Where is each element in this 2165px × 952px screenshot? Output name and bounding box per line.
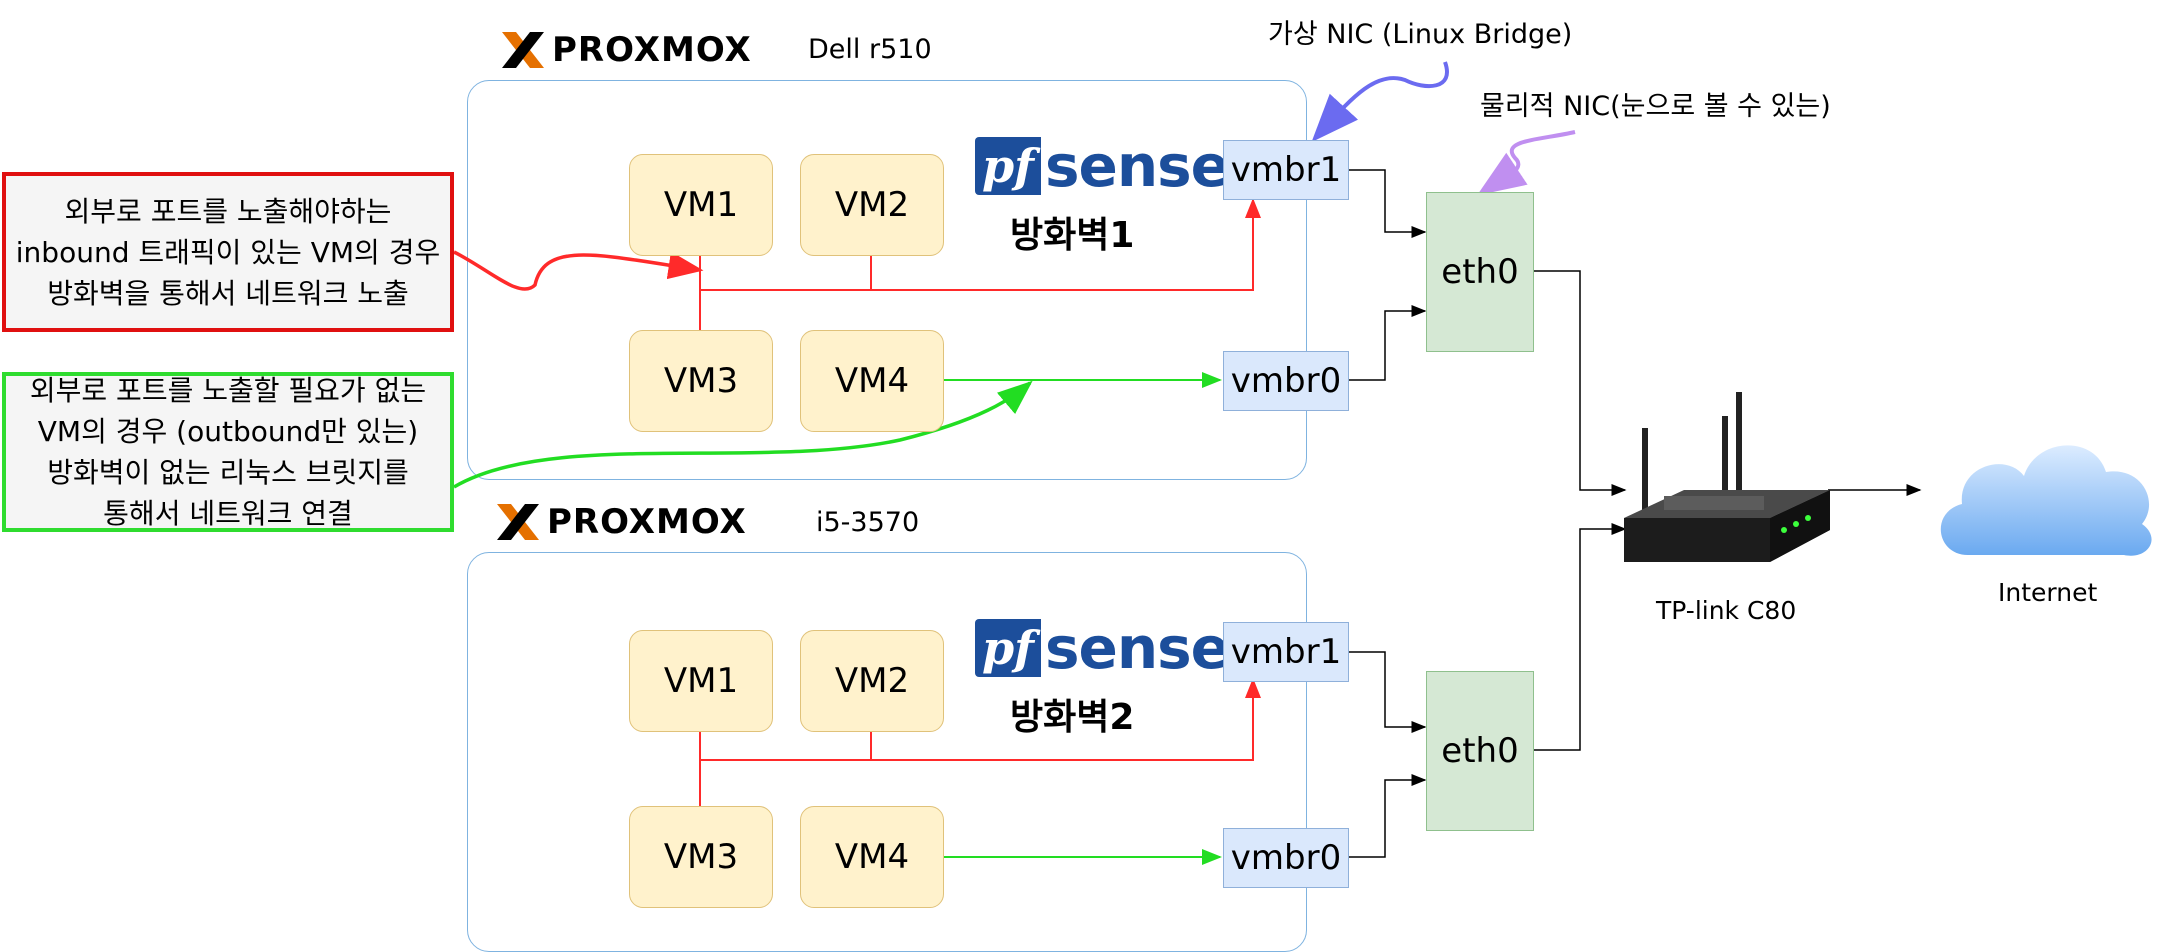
virtual-nic-pointer (1311, 61, 1449, 143)
host-1-firewall-path (699, 198, 1261, 330)
pfsense-pf-mark: pf (975, 619, 1041, 677)
proxmox-x-icon (502, 32, 544, 68)
proxmox-x-icon (497, 504, 539, 540)
host-1-firewall-label: 방화벽1 (1010, 215, 1135, 256)
host-1-eth0[interactable]: eth0 (1426, 192, 1534, 352)
proxmox-wordmark: PROXMOX (552, 30, 752, 70)
router-icon (1624, 392, 1830, 562)
pfsense-wordmark: sense (1045, 132, 1230, 200)
host-1-vm4[interactable]: VM4 (800, 330, 944, 432)
host-1-name: Dell r510 (808, 34, 932, 65)
host-2-firewall-label: 방화벽2 (1010, 697, 1135, 738)
host-2-proxmox-logo: PROXMOX (495, 502, 747, 542)
host-2-firewall-path (699, 678, 1261, 806)
host-2-vm2[interactable]: VM2 (800, 630, 944, 732)
host-1-vm1[interactable]: VM1 (629, 154, 773, 256)
green-note-pointer (453, 380, 1033, 489)
host-1-vm3[interactable]: VM3 (629, 330, 773, 432)
host-2-vmbr1[interactable]: vmbr1 (1223, 622, 1349, 682)
host-2-vm1[interactable]: VM1 (629, 630, 773, 732)
proxmox-wordmark: PROXMOX (547, 502, 747, 542)
host-1-pfsense-logo: pf sense (975, 132, 1230, 200)
host-2-eth0[interactable]: eth0 (1426, 671, 1534, 831)
internet-cloud-icon (1940, 445, 2152, 556)
red-note-text: 외부로 포트를 노출해야하는 inbound 트래픽이 있는 VM의 경우 방화… (15, 194, 441, 310)
host-2-vmbr0[interactable]: vmbr0 (1223, 828, 1349, 888)
red-note: 외부로 포트를 노출해야하는 inbound 트래픽이 있는 VM의 경우 방화… (2, 172, 454, 332)
host-2-name: i5-3570 (816, 507, 920, 538)
physical-nic-pointer (1477, 130, 1576, 196)
green-note: 외부로 포트를 노출할 필요가 없는 VM의 경우 (outbound만 있는)… (2, 372, 454, 532)
red-note-pointer (453, 250, 704, 291)
virtual-nic-label: 가상 NIC (Linux Bridge) (1268, 19, 1573, 50)
physical-nic-label: 물리적 NIC(눈으로 볼 수 있는) (1480, 91, 1831, 122)
router-label: TP-link C80 (1656, 596, 1797, 625)
host-2-vm3[interactable]: VM3 (629, 806, 773, 908)
host-1-vmbr1[interactable]: vmbr1 (1223, 140, 1349, 200)
host-1-proxmox-logo: PROXMOX (500, 30, 752, 70)
internet-label: Internet (1998, 578, 2098, 607)
pfsense-wordmark: sense (1045, 614, 1230, 682)
host-2-vm4[interactable]: VM4 (800, 806, 944, 908)
host-1-vm2[interactable]: VM2 (800, 154, 944, 256)
host-2-pfsense-logo: pf sense (975, 614, 1230, 682)
green-note-text: 외부로 포트를 노출할 필요가 없는 VM의 경우 (outbound만 있는)… (29, 374, 427, 530)
host-1-vmbr0[interactable]: vmbr0 (1223, 351, 1349, 411)
pfsense-pf-mark: pf (975, 137, 1041, 195)
